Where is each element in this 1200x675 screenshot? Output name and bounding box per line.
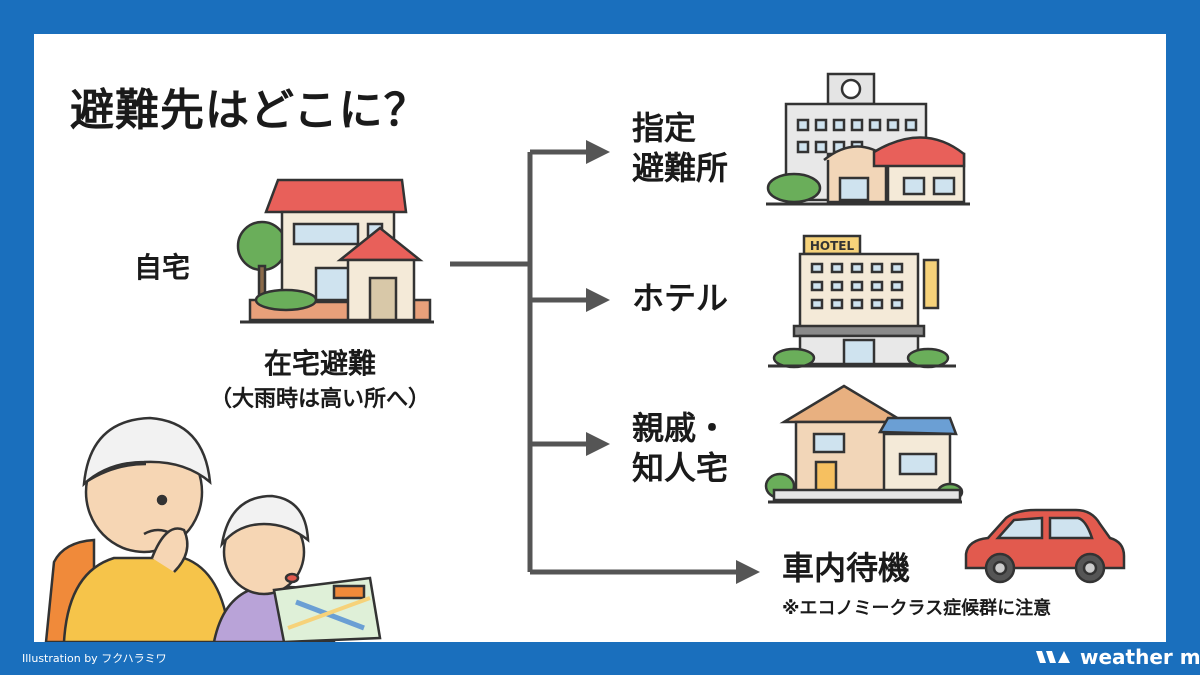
hotel-sign-text: HOTEL (810, 239, 855, 253)
destination-shelter-label: 指定 避難所 (632, 109, 729, 187)
hotel-building-icon: HOTEL (768, 234, 956, 369)
weather-map-logo-icon (1036, 651, 1070, 663)
brand-logo: weather map (1036, 645, 1200, 669)
relative-house-icon (764, 384, 964, 504)
connector-arrows (450, 140, 760, 584)
home-evacuation-note: （大雨時は高い所へ） (210, 387, 431, 412)
car-icon (964, 508, 1126, 584)
diagram-card: HOTEL (34, 34, 1166, 642)
illustration-credit: Illustration by フクハラミワ (22, 652, 167, 665)
destination-car-label: 車内待機 (782, 549, 911, 587)
shelter-building-icon (766, 72, 970, 206)
destination-relative-label: 親戚・ 知人宅 (632, 409, 729, 487)
people-with-map-illustration (44, 416, 382, 642)
destination-hotel-label: ホテル (632, 279, 729, 317)
brand-name: weather map (1080, 645, 1200, 669)
home-house-icon (236, 178, 434, 324)
home-evacuation-caption: 在宅避難 (264, 347, 377, 380)
page-title: 避難先はどこに？ (70, 85, 429, 136)
home-label: 自宅 (134, 251, 191, 284)
car-warning-note: ※エコノミークラス症候群に注意 (782, 598, 1052, 619)
